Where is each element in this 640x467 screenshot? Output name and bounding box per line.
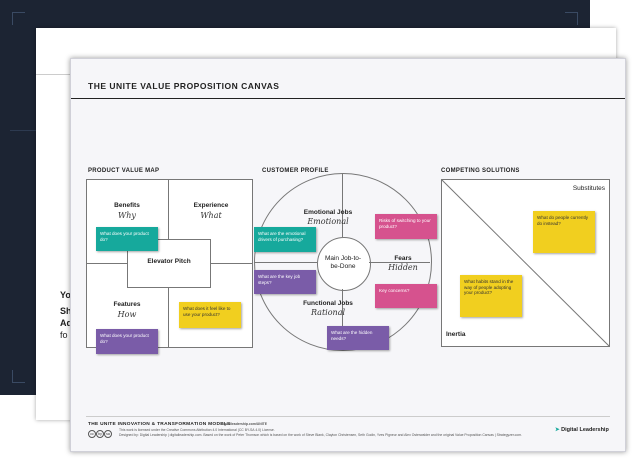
emotional-jobs-handwritten: Emotional [307, 217, 349, 226]
section-product-value-map: PRODUCT VALUE MAP [88, 168, 160, 174]
experience-label: Experience [193, 202, 229, 209]
elevator-pitch-label: Elevator Pitch [147, 258, 191, 265]
main-job-circle [317, 237, 371, 291]
partial-text: Ad [60, 318, 72, 328]
divider [254, 262, 317, 263]
title-divider [71, 98, 625, 99]
sticky-note-inertia: What habits stand in the way of people a… [460, 275, 522, 317]
section-competing-solutions: COMPETING SOLUTIONS [441, 168, 520, 174]
divider [369, 262, 430, 263]
sticky-note-features: What does your product do? [96, 329, 158, 354]
footer-license-text: This work is licensed under the Creative… [119, 428, 275, 432]
brand-name: Digital Leadership [561, 427, 609, 433]
sa-license-icon: sa [104, 430, 112, 438]
divider [342, 289, 343, 349]
sticky-note-risks-of-switching: Risks of switching to your product? [375, 214, 437, 239]
partial-text: fo [60, 330, 68, 340]
footer-brand: ➤ Digital Leadership [555, 427, 609, 433]
corner-mark [12, 12, 25, 25]
features-handwritten: How [117, 310, 137, 319]
corner-mark [565, 12, 578, 25]
diagonal-line [442, 180, 609, 346]
footer-url[interactable]: digitalleadership.com/UNITE [221, 422, 267, 426]
partial-text: Yo [60, 290, 71, 300]
inertia-label: Inertia [446, 331, 466, 338]
sticky-note-experience: What does it feel like to use your produ… [179, 302, 241, 328]
partial-text: Sh [60, 306, 72, 316]
footer-divider [86, 416, 610, 417]
by-license-icon: by [96, 430, 104, 438]
benefits-handwritten: Why [118, 211, 136, 220]
sticky-note-emotional-drivers: What are the emotional drivers of purcha… [254, 227, 316, 252]
benefits-label: Benefits [114, 202, 140, 209]
sticky-note-hidden-needs: What are the hidden needs? [327, 326, 389, 350]
main-job-label: Main Job-to-be-Done [324, 255, 362, 270]
features-label: Features [113, 301, 141, 308]
sticky-note-key-job-steps: What are the key job steps? [254, 270, 316, 294]
divider [36, 74, 70, 75]
sticky-note-substitutes: What do people currently do instead? [533, 211, 595, 253]
sticky-note-key-concerns: Key concerns? [375, 284, 437, 308]
footer-credit-text: Designed by: Digital Leadership | digita… [119, 433, 523, 437]
cc-license-icon: cc [88, 430, 96, 438]
brand-chevron-icon: ➤ [555, 427, 560, 433]
corner-mark [12, 370, 25, 383]
emotional-jobs-label: Emotional Jobs [303, 209, 353, 216]
page-title: THE UNITE VALUE PROPOSITION CANVAS [88, 81, 280, 91]
sticky-note-benefits: What does your product do? [96, 227, 158, 251]
divider [342, 173, 343, 237]
competing-solutions-box [441, 179, 610, 347]
fears-handwritten: Hidden [388, 263, 418, 272]
functional-jobs-handwritten: Rational [310, 308, 346, 317]
fears-label: Fears [394, 255, 412, 262]
footer-models-title: THE UNITE INNOVATION & TRANSFORMATION MO… [88, 422, 231, 427]
experience-handwritten: What [200, 211, 222, 220]
substitutes-label: Substitutes [572, 185, 605, 192]
functional-jobs-label: Functional Jobs [303, 300, 353, 307]
value-proposition-canvas: THE UNITE VALUE PROPOSITION CANVAS PRODU… [70, 58, 626, 452]
section-customer-profile: CUSTOMER PROFILE [262, 168, 329, 174]
